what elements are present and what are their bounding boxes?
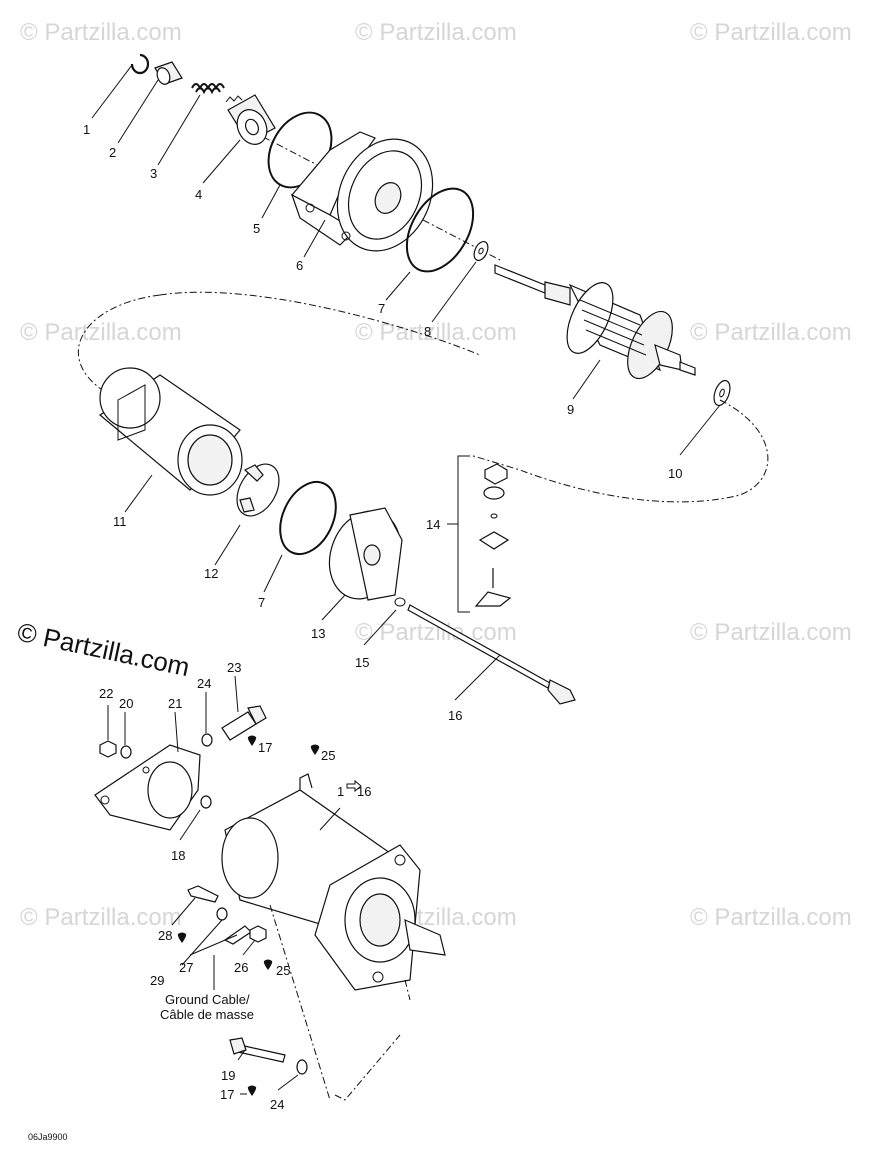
callout-2: 2 xyxy=(109,145,116,160)
watermark: © Partzilla.com xyxy=(690,19,852,46)
callout-1-to-16: 1 xyxy=(337,784,344,799)
part-8-washer xyxy=(473,240,489,262)
part-6-drive-end-housing xyxy=(290,131,434,252)
part-15-o-ring xyxy=(394,597,406,607)
watermark: © Partzilla.com xyxy=(690,619,852,646)
callout-14: 14 xyxy=(426,517,440,532)
part-22-nut xyxy=(99,740,117,758)
callout-15: 15 xyxy=(355,655,369,670)
part-7-o-ring xyxy=(279,480,337,556)
watermark: © Partzilla.com xyxy=(355,19,517,46)
assembly-loop xyxy=(78,291,769,503)
axis-line xyxy=(404,979,411,1001)
callout-28: 28 xyxy=(158,928,172,943)
loctite-drop-icon xyxy=(247,735,257,746)
part-23-bolt xyxy=(221,705,267,741)
callout-10: 10 xyxy=(668,466,682,481)
callout-23: 23 xyxy=(227,660,241,675)
ground-cable-label-fr: Câble de masse xyxy=(160,1007,254,1022)
part-20-washer xyxy=(120,745,132,759)
part-11-yoke xyxy=(98,367,243,496)
callout-7: 7 xyxy=(258,595,265,610)
axis-line xyxy=(269,904,401,1101)
watermark: © Partzilla.com xyxy=(690,904,852,931)
part-9-armature xyxy=(494,264,696,380)
part-27-washer xyxy=(216,907,228,921)
part-21-bracket xyxy=(94,744,201,831)
callout-8: 8 xyxy=(424,324,431,339)
part-2-collar xyxy=(154,61,183,85)
part-24-washer xyxy=(201,733,213,747)
part-7-o-ring xyxy=(405,187,475,273)
callout-4: 4 xyxy=(195,187,202,202)
callout-3: 3 xyxy=(150,166,157,181)
callout-25: 25 xyxy=(321,748,335,763)
callout-1: 1 xyxy=(83,122,90,137)
callout-22: 22 xyxy=(99,686,113,701)
loctite-drop-icons xyxy=(177,735,320,1096)
callout-17: 17 xyxy=(220,1087,234,1102)
callout-24: 24 xyxy=(197,676,211,691)
watermarks: © Partzilla.com © Partzilla.com © Partzi… xyxy=(20,19,852,931)
watermark: © Partzilla.com xyxy=(20,19,182,46)
callout-29: 29 xyxy=(150,973,164,988)
callout-6: 6 xyxy=(296,258,303,273)
part-16-through-bolt xyxy=(407,604,576,705)
callout-13: 13 xyxy=(311,626,325,641)
part-10-washer xyxy=(713,379,731,407)
callout-26: 26 xyxy=(234,960,248,975)
callout-20: 20 xyxy=(119,696,133,711)
part-19-bolt xyxy=(229,1037,286,1063)
part-28-bolt xyxy=(187,885,219,903)
part-26-nut xyxy=(249,925,267,943)
leader-lines xyxy=(91,64,721,1095)
callout-7: 7 xyxy=(378,301,385,316)
callout-27: 27 xyxy=(179,960,193,975)
callout-5: 5 xyxy=(253,221,260,236)
part-14-terminal-kit xyxy=(447,455,512,613)
arrow-right-icon xyxy=(346,779,362,793)
diagram-code: 06Ja9900 xyxy=(28,1132,68,1142)
part-13-end-cover xyxy=(328,507,403,601)
callout-1-to-16-end: 16 xyxy=(357,784,371,799)
part-24-washer xyxy=(296,1059,308,1075)
ground-cable-label-en: Ground Cable/ xyxy=(165,992,250,1007)
part-12-brush-holder xyxy=(236,463,280,517)
partzilla-watermark: © Partzilla.com xyxy=(15,617,193,683)
part-18-washer xyxy=(200,795,212,809)
callout-9: 9 xyxy=(567,402,574,417)
loctite-drop-icon xyxy=(177,932,187,943)
loctite-drop-icon xyxy=(247,1085,257,1096)
callout-16: 16 xyxy=(448,708,462,723)
callout-18: 18 xyxy=(171,848,185,863)
part-4-drive-pinion xyxy=(225,94,276,145)
callout-labels: 1 2 3 4 5 6 7 8 9 10 11 12 7 13 14 15 16… xyxy=(28,122,682,1142)
watermark: © Partzilla.com xyxy=(20,904,182,931)
watermark: © Partzilla.com xyxy=(690,319,852,346)
watermark: © Partzilla.com xyxy=(20,319,182,346)
starter-motor-assembly xyxy=(221,773,446,991)
callout-24: 24 xyxy=(270,1097,284,1112)
callout-19: 19 xyxy=(221,1068,235,1083)
callout-17: 17 xyxy=(258,740,272,755)
callout-25: 25 xyxy=(276,963,290,978)
watermark: © Partzilla.com xyxy=(355,319,517,346)
loctite-drop-icon xyxy=(263,959,273,970)
callout-21: 21 xyxy=(168,696,182,711)
part-3-spring xyxy=(191,83,225,95)
callout-12: 12 xyxy=(204,566,218,581)
callout-11: 11 xyxy=(113,514,127,529)
loctite-drop-icon xyxy=(310,744,320,755)
ground-cable-terminal xyxy=(223,925,252,945)
part-1-snap-ring xyxy=(130,53,150,75)
